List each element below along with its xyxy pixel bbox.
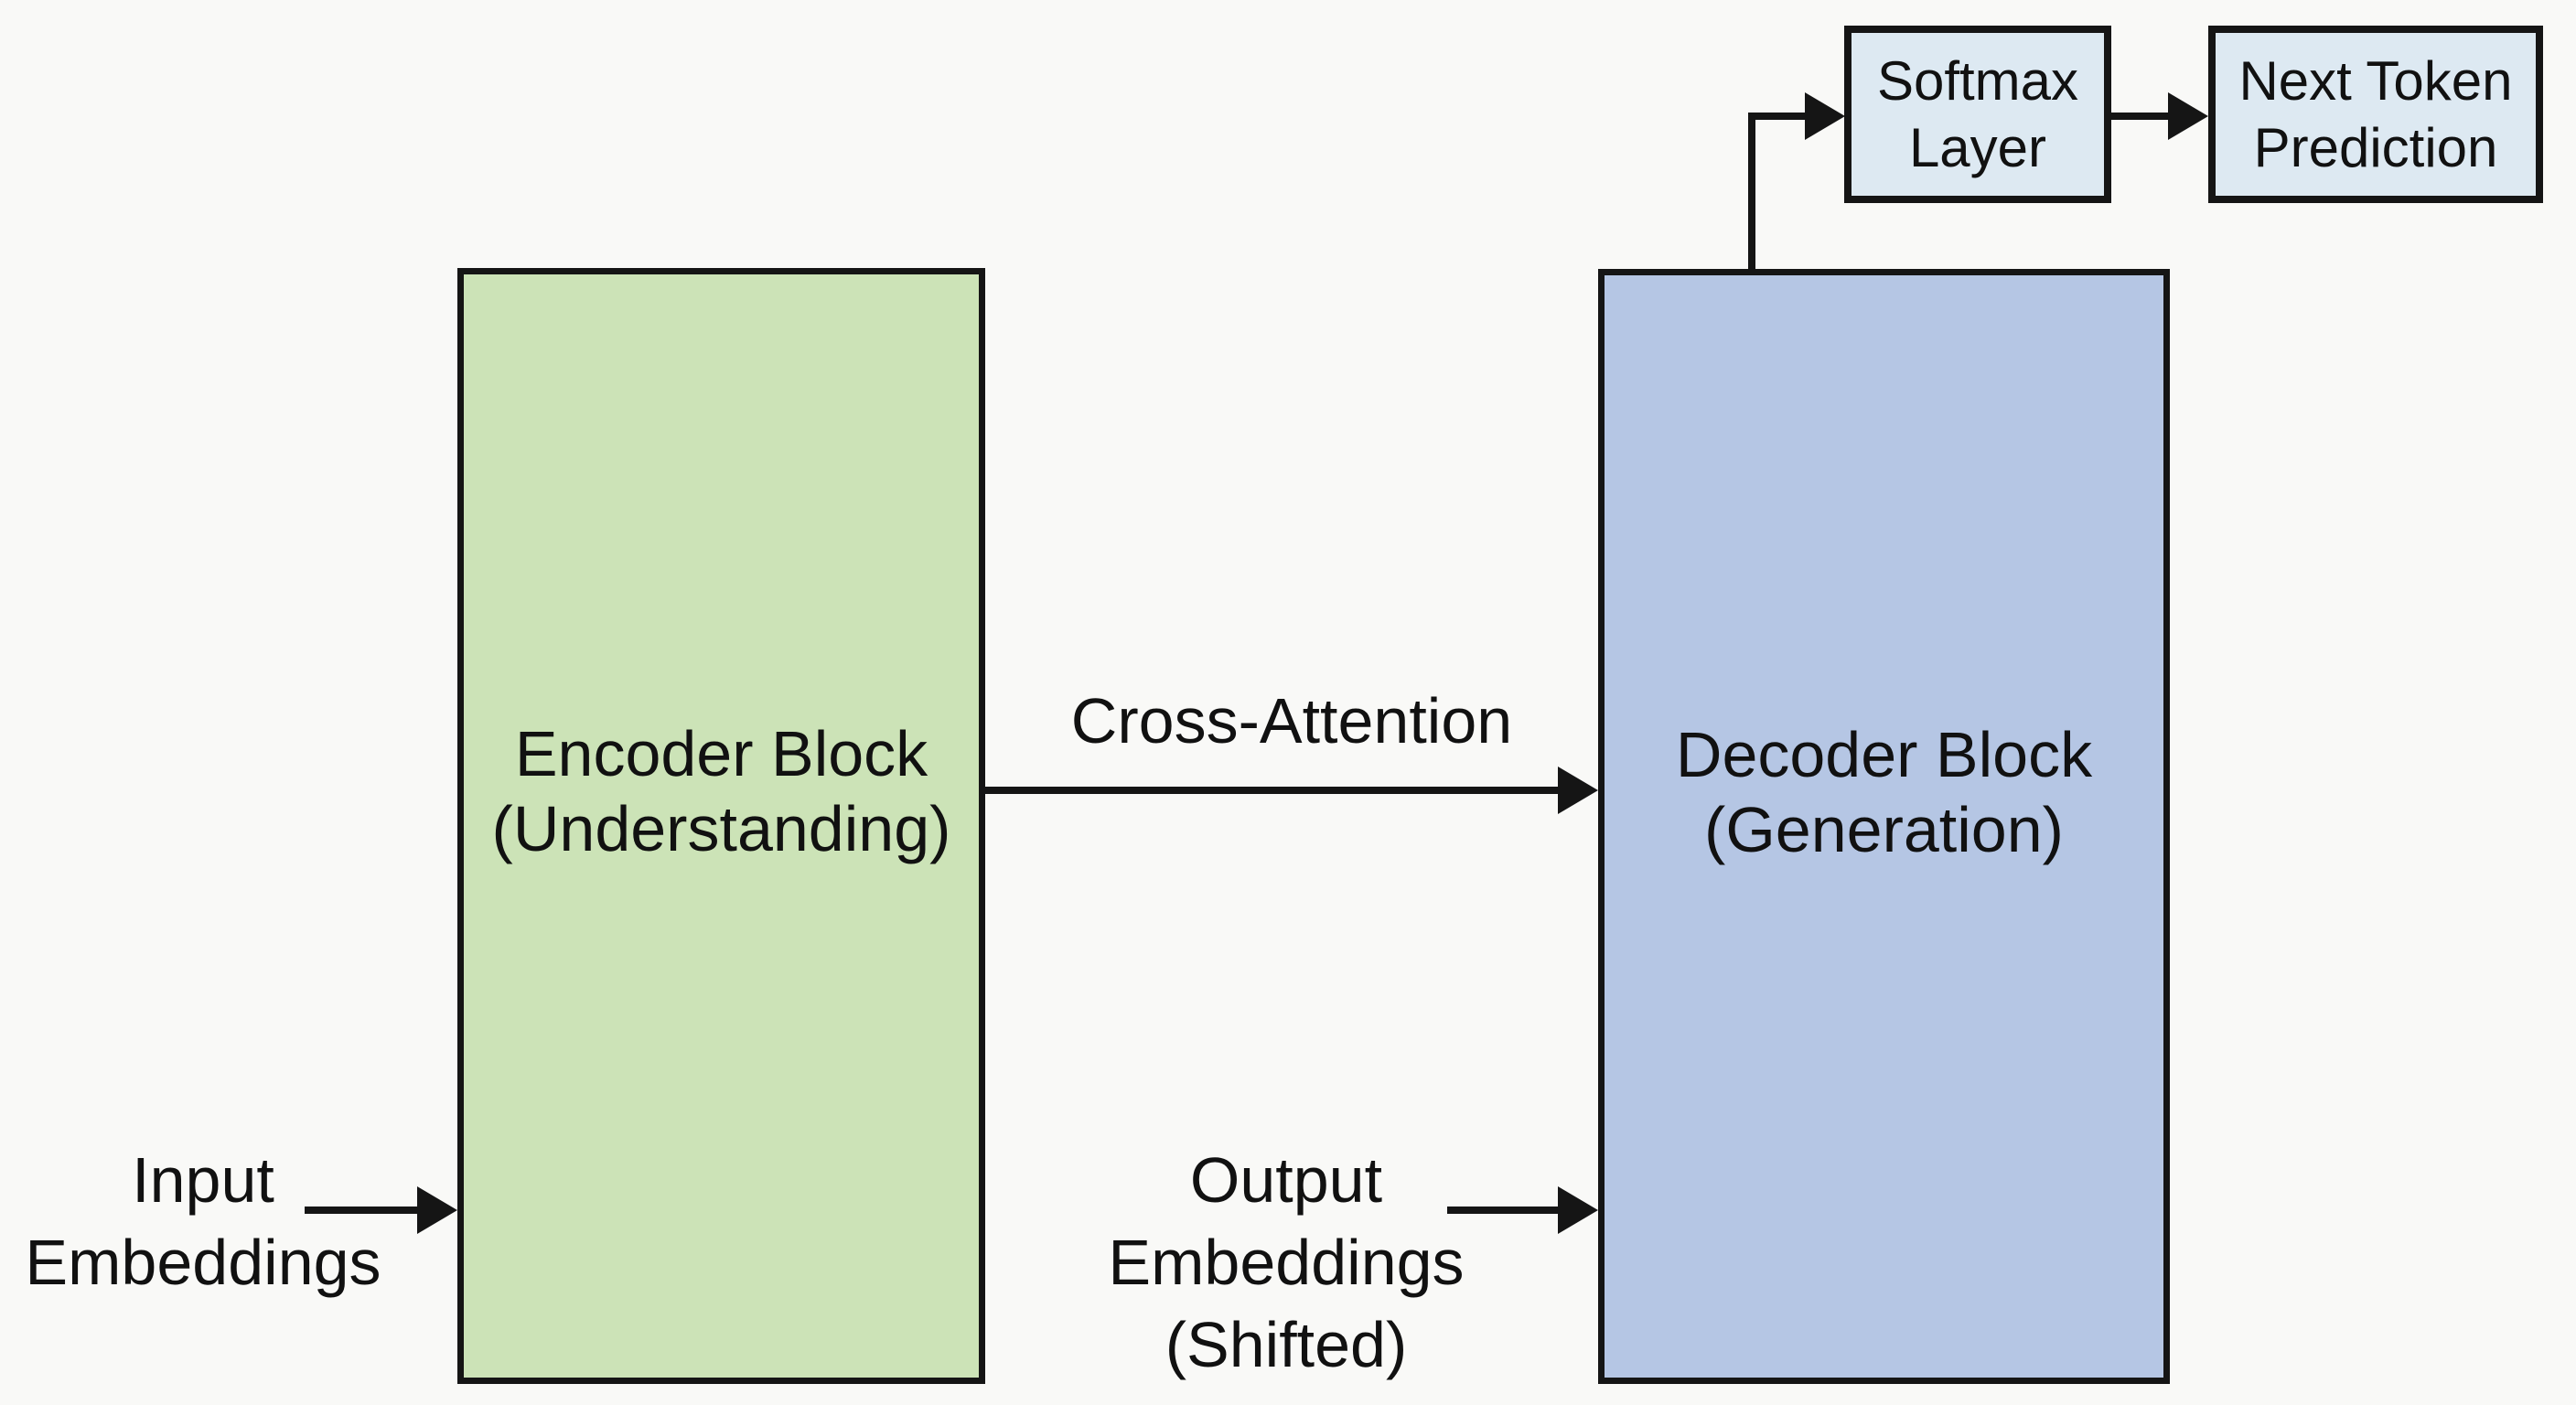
softmax-layer-label-line2: Layer	[1908, 117, 2047, 178]
encoder-block-label-line1: Encoder Block	[514, 718, 928, 789]
encoder-block-label-line2: (Understanding)	[491, 793, 951, 864]
softmax-to-next-token-arrow	[2111, 92, 2208, 140]
output-embeddings-arrow-shaft	[1447, 1207, 1562, 1214]
decoder-block-label: Decoder Block (Generation)	[1676, 717, 2092, 867]
next-token-prediction-label-line2: Prediction	[2253, 117, 2498, 178]
output-embeddings-label-line1: Output	[1189, 1144, 1383, 1216]
encoder-block-label: Encoder Block (Understanding)	[492, 716, 951, 866]
next-token-prediction-box: Next Token Prediction	[2208, 26, 2543, 203]
cross-attention-arrow-shaft	[985, 787, 1562, 794]
softmax-layer-label: Softmax Layer	[1877, 48, 2078, 181]
next-token-prediction-label: Next Token Prediction	[2238, 48, 2512, 181]
decoder-to-softmax-connector-vertical	[1748, 113, 1755, 270]
cross-attention-arrow	[985, 767, 1598, 814]
output-embeddings-arrow	[1447, 1186, 1598, 1234]
input-embeddings-arrowhead-icon	[417, 1186, 457, 1234]
output-embeddings-label-line2: Embeddings	[1108, 1227, 1465, 1298]
output-embeddings-label: Output Embeddings (Shifted)	[1057, 1139, 1515, 1386]
encoder-block: Encoder Block (Understanding)	[457, 268, 985, 1384]
input-embeddings-label-line2: Embeddings	[25, 1227, 381, 1298]
softmax-to-next-token-arrow-shaft	[2111, 113, 2172, 120]
next-token-prediction-label-line1: Next Token	[2238, 50, 2513, 112]
decoder-to-softmax-connector-horizontal	[1748, 113, 1809, 120]
input-embeddings-arrow-shaft	[305, 1207, 421, 1214]
output-embeddings-label-line3: (Shifted)	[1165, 1309, 1408, 1380]
input-embeddings-arrow	[305, 1186, 457, 1234]
softmax-to-next-token-arrowhead-icon	[2168, 92, 2208, 140]
softmax-layer-label-line1: Softmax	[1876, 50, 2079, 112]
decoder-block-label-line1: Decoder Block	[1675, 718, 2093, 790]
cross-attention-arrowhead-icon	[1558, 767, 1598, 814]
input-embeddings-label-line1: Input	[132, 1144, 274, 1216]
cross-attention-label: Cross-Attention	[1070, 685, 1513, 756]
decoder-block-label-line2: (Generation)	[1704, 793, 2064, 865]
output-embeddings-arrowhead-icon	[1558, 1186, 1598, 1234]
decoder-to-softmax-arrowhead-icon	[1805, 92, 1845, 140]
softmax-layer-box: Softmax Layer	[1844, 26, 2111, 203]
input-embeddings-label: Input Embeddings	[0, 1139, 406, 1303]
decoder-block: Decoder Block (Generation)	[1598, 269, 2170, 1384]
